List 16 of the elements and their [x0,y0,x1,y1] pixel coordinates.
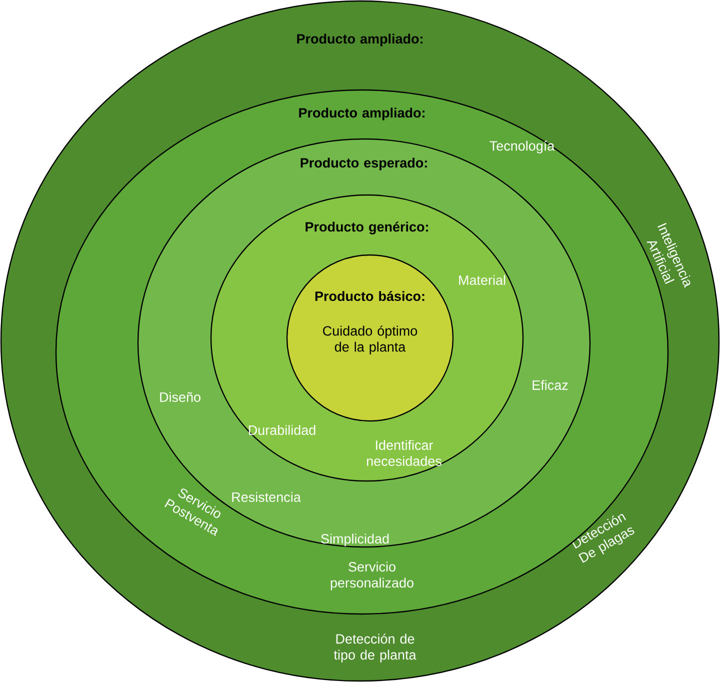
ring-label: Servicio personalizado [330,562,414,590]
ring-heading: Producto esperado: [300,158,427,170]
ring-label: Diseño [160,392,200,402]
ring-label: Resistencia [232,492,301,502]
ring-heading: Producto ampliado: [299,108,424,120]
ring-label: Tecnología [490,140,555,154]
ring-label: Durabilidad [248,425,316,435]
ring-label: Simplicidad [321,534,389,546]
ring-label: Detección de tipo de planta [334,634,416,662]
ring-label: Eficaz [532,380,568,390]
ring-heading: Producto básico: [315,290,424,301]
ring-heading: Producto ampliado: [297,34,422,46]
ring-heading: Producto genérico: [306,222,428,234]
ring-label: Identificar necesidades [367,440,442,466]
ring-label: Cuidado óptimo de la planta [323,326,418,354]
ring-label: Material [459,275,506,285]
